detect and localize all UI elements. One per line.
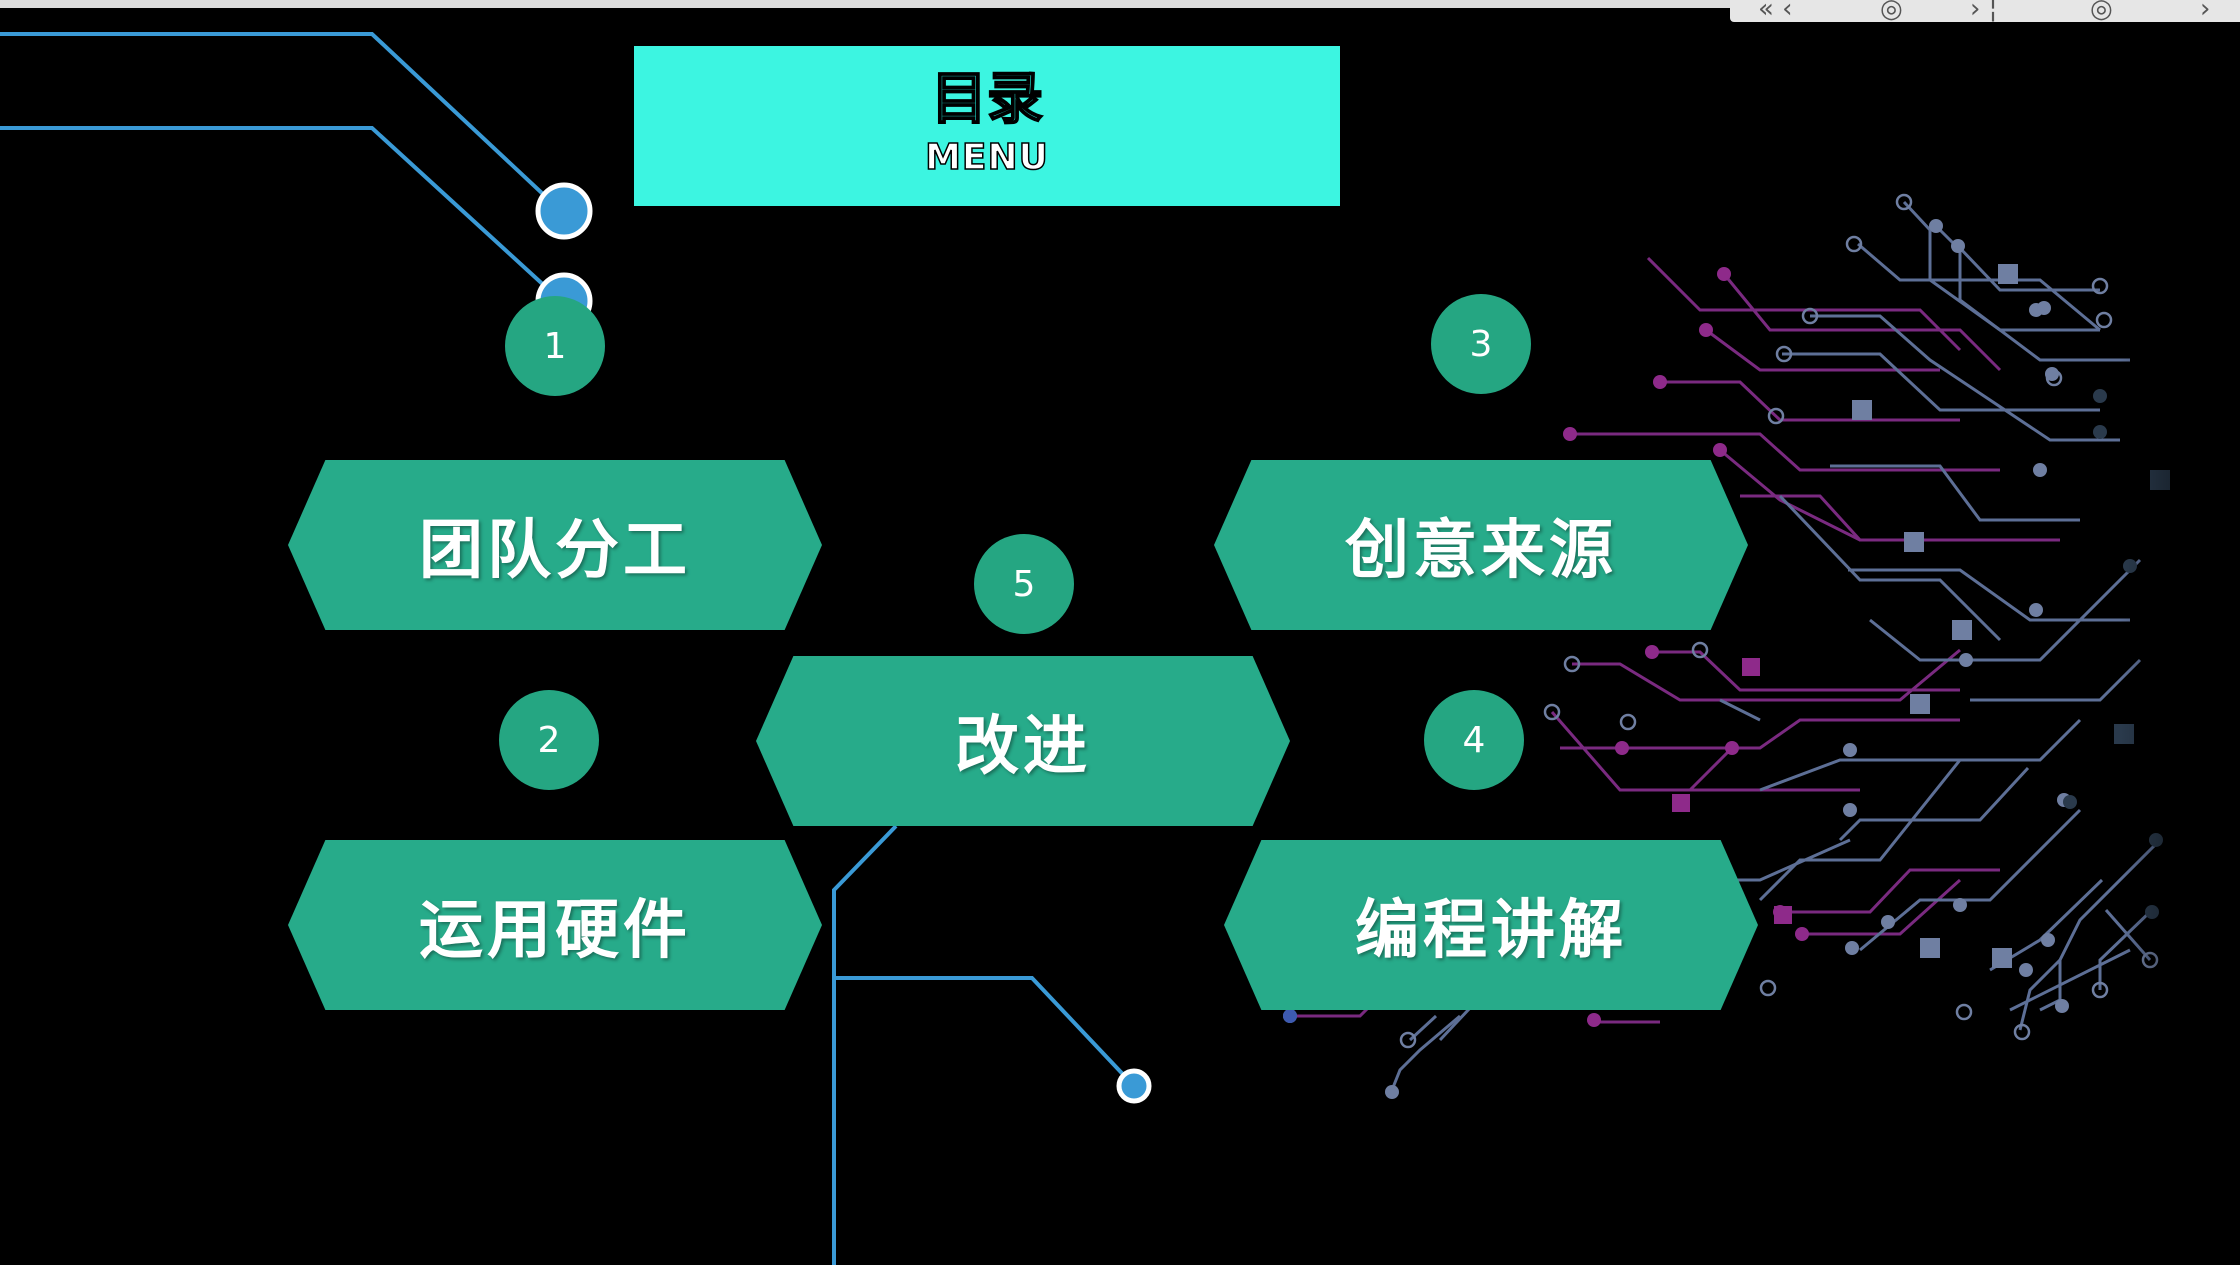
menu-item-label: 运用硬件	[419, 894, 691, 968]
menu-item-label: 团队分工	[419, 514, 691, 588]
connector-line-second	[0, 126, 562, 302]
menu-item-label: 创意来源	[1345, 514, 1617, 588]
number-badge-3-label: 3	[1469, 323, 1493, 365]
number-badge-2-label: 2	[537, 719, 561, 761]
number-badge-5-label: 5	[1012, 563, 1036, 605]
connector-node-bottom	[1116, 1068, 1152, 1104]
menu-item-hardware[interactable]: 运用硬件	[288, 840, 822, 1010]
number-badge-4: 4	[1424, 690, 1524, 790]
number-badge-3: 3	[1431, 294, 1531, 394]
connector-line-bottom	[832, 824, 898, 1265]
menu-item-label: 改进	[955, 710, 1091, 784]
menu-item-idea-source[interactable]: 创意来源	[1214, 460, 1748, 630]
connector-node-top	[535, 182, 593, 240]
number-badge-5: 5	[974, 534, 1074, 634]
toolbar-fragment: « ‹◎› ¦◎›	[1730, 0, 2240, 24]
page-title: 目录	[930, 67, 1044, 132]
menu-item-programming[interactable]: 编程讲解	[1224, 840, 1758, 1010]
menu-item-improvement[interactable]: 改进	[756, 656, 1290, 826]
page-subtitle: MENU	[924, 137, 1049, 179]
number-badge-4-label: 4	[1462, 719, 1486, 761]
number-badge-2: 2	[499, 690, 599, 790]
connector-line-branch	[834, 976, 1136, 1088]
window-top-strip	[0, 0, 2240, 8]
connector-line-top	[0, 32, 562, 212]
number-badge-1-label: 1	[543, 325, 567, 367]
number-badge-1: 1	[505, 296, 605, 396]
menu-item-label: 编程讲解	[1355, 894, 1627, 968]
menu-item-team-division[interactable]: 团队分工	[288, 460, 822, 630]
title-box: 目录 MENU	[634, 46, 1340, 206]
